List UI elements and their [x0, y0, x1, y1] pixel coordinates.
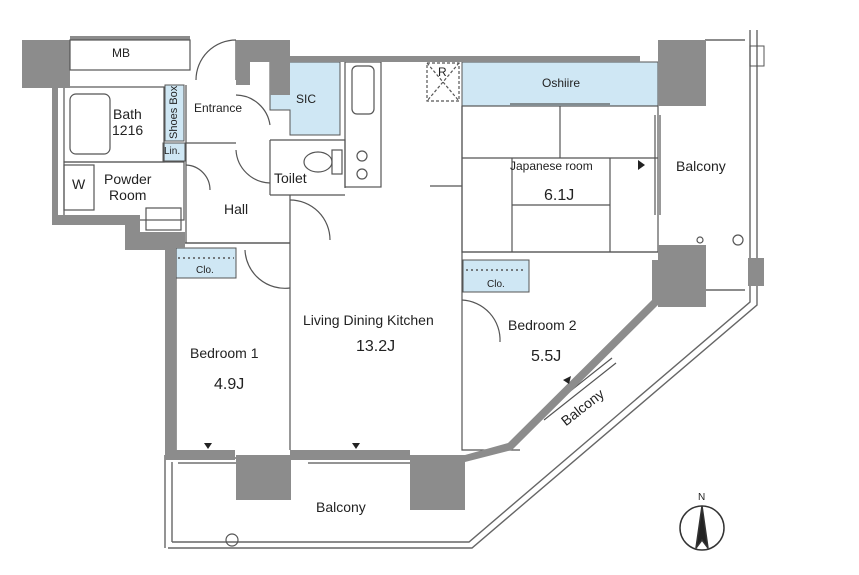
label-linen: Lin. [164, 146, 181, 157]
label-hall: Hall [224, 201, 249, 217]
label-bedroom-1-size: 4.9J [214, 376, 245, 393]
compass-north-label: N [698, 492, 706, 503]
kitchen-sink [351, 65, 375, 115]
label-bath-size: 1216 [112, 122, 144, 138]
wall-diagonal [410, 260, 658, 462]
stove-burner-2 [356, 168, 368, 180]
wall-south-center [290, 450, 410, 460]
wall-mb-top [70, 36, 190, 40]
bathtub [69, 93, 111, 155]
meter-box [69, 39, 191, 71]
label-bath: Bath [113, 106, 142, 122]
toilet-bowl [303, 151, 333, 173]
label-bedroom-2-size: 5.5J [531, 348, 562, 365]
pillar-e [658, 245, 706, 307]
label-closet-1: Clo. [196, 265, 214, 276]
stove-burner-1 [356, 150, 368, 162]
label-powder-room: Powder Room [104, 171, 152, 203]
label-toilet: Toilet [274, 170, 307, 186]
linen-fill [162, 142, 186, 162]
pillar-s-left [236, 455, 291, 500]
label-refrigerator: R [438, 65, 447, 79]
label-sic: SIC [296, 92, 317, 106]
label-oshiire: Oshiire [542, 76, 581, 90]
label-balcony-south: Balcony [316, 499, 366, 515]
label-bedroom-1: Bedroom 1 [190, 345, 259, 361]
closet-2-fill [462, 259, 530, 293]
compass [679, 505, 725, 551]
kitchen-counter [344, 61, 382, 188]
sink-box [145, 207, 182, 231]
label-mb: MB [112, 46, 130, 60]
wall-north-center [236, 40, 705, 105]
outer-wall-west [22, 40, 185, 460]
label-shoes-box: Shoes Box [168, 85, 180, 139]
label-balcony-east: Balcony [676, 158, 726, 174]
label-ldk: Living Dining Kitchen [303, 312, 434, 328]
pillar-ne [658, 40, 706, 106]
wall-south-left [165, 450, 235, 460]
refrigerator-space [426, 62, 460, 102]
label-bedroom-2: Bedroom 2 [508, 317, 577, 333]
balcony-railing [168, 30, 758, 549]
pillar-s-mid [410, 455, 465, 510]
washer-box [63, 164, 95, 211]
balcony-railing-inner [172, 30, 751, 543]
label-closet-2: Clo. [487, 279, 505, 290]
label-entrance: Entrance [194, 101, 243, 115]
label-japanese-room: Japanese room [510, 159, 593, 173]
label-ldk-size: 13.2J [356, 338, 396, 355]
label-japanese-room-size: 6.1J [544, 187, 575, 204]
label-washer: W [72, 176, 86, 192]
shoes-box-fill [164, 84, 185, 142]
